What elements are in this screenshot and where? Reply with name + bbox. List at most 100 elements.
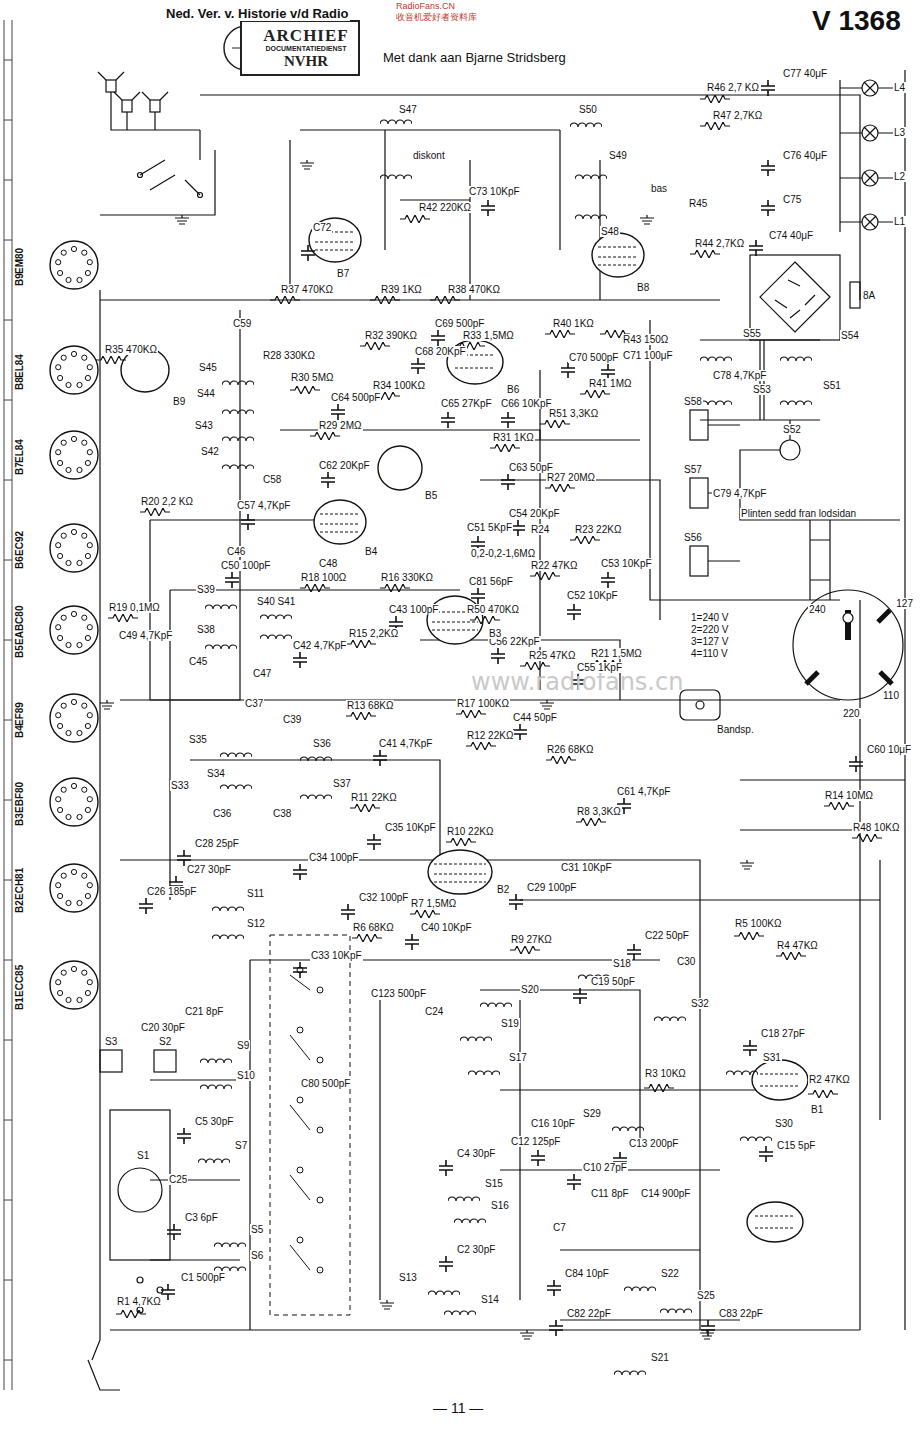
component-label: B7	[336, 268, 350, 279]
component-label: L1	[893, 216, 906, 227]
tube-name: B6	[14, 556, 26, 569]
tube-name: B2	[14, 900, 26, 913]
wiring	[88, 70, 905, 1390]
component-label: S39	[196, 584, 216, 595]
component-label: C49 4,7KpF	[118, 630, 173, 641]
component-label: S7	[234, 1140, 248, 1151]
component-label: S14	[480, 1294, 500, 1305]
component-label: R44 2,7KΩ	[694, 238, 745, 249]
component-label: R6 68KΩ	[352, 922, 395, 933]
component-label: R5 100KΩ	[734, 918, 782, 929]
component-label: C82 22pF	[566, 1308, 612, 1319]
socket-label: B8EL84	[14, 335, 26, 409]
component-label: S35	[188, 734, 208, 745]
component-label: C58	[262, 474, 282, 485]
component-label: C40 10KpF	[420, 922, 473, 933]
component-label: R2 47KΩ	[808, 1074, 851, 1085]
socket-label: B4EF89	[14, 683, 26, 757]
component-label: S12	[246, 918, 266, 929]
component-label: B2	[496, 884, 510, 895]
component-label: diskont	[412, 150, 446, 161]
component-label: S6	[250, 1250, 264, 1261]
stamp-text: ARCHIEF	[263, 27, 348, 46]
component-label: C1 500pF	[180, 1272, 226, 1283]
component-label: R12 22KΩ	[466, 730, 514, 741]
socket-outline	[12, 853, 100, 923]
ground-symbols	[100, 160, 754, 1339]
tube-socket: B7EL84	[12, 420, 100, 494]
component-label: R16 330KΩ	[380, 572, 434, 583]
component-label: S3	[104, 1036, 118, 1047]
component-label: R39 1KΩ	[380, 284, 423, 295]
watermark-text: RadioFans.CN	[395, 1, 456, 11]
component-label: R33 1,5MΩ	[462, 330, 515, 341]
component-label: C45	[188, 656, 208, 667]
component-label: C83 22pF	[718, 1308, 764, 1319]
component-label: S29	[582, 1108, 602, 1119]
component-label: S58	[683, 396, 703, 407]
component-label: C26 185pF	[146, 886, 197, 897]
component-label: S17	[508, 1052, 528, 1063]
component-label: C3 6pF	[184, 1212, 219, 1223]
component-label: Bandsp.	[716, 724, 755, 735]
component-label: C18 27pF	[760, 1028, 806, 1039]
component-label: C44 50pF	[512, 712, 558, 723]
component-label: C7	[552, 1222, 567, 1233]
component-label: R19 0,1MΩ	[108, 602, 161, 613]
component-label: S13	[398, 1272, 418, 1283]
component-label: B5	[424, 490, 438, 501]
component-label: C72	[312, 222, 332, 233]
component-label: S55	[742, 328, 762, 339]
component-label: R11 22KΩ	[350, 792, 398, 803]
component-label: S53	[752, 384, 772, 395]
component-label: C30	[676, 956, 696, 967]
component-label: C42 4,7KpF	[292, 640, 347, 651]
tube-socket: B4EF89	[12, 683, 100, 757]
component-label: C36	[212, 808, 232, 819]
vacuum-tubes	[121, 218, 808, 1242]
component-label: S11	[246, 888, 265, 899]
component-label: B6	[506, 384, 520, 395]
component-label: C51 5KpF	[466, 522, 513, 533]
component-label: S47	[398, 104, 418, 115]
component-label: B4	[364, 546, 378, 557]
component-label: C34 100pF	[308, 852, 359, 863]
component-label: R47 2,7KΩ	[712, 110, 763, 121]
component-label: S43	[194, 420, 214, 431]
component-label: 8A	[862, 290, 876, 301]
component-label: C78 4,7KpF	[712, 370, 767, 381]
component-label: C79 4,7KpF	[712, 488, 767, 499]
component-label: R30 5MΩ	[290, 372, 335, 383]
component-label: R17 100KΩ	[456, 698, 510, 709]
component-label: S48	[600, 226, 620, 237]
tube-name: B4	[14, 726, 26, 739]
component-label: R1 4,7KΩ	[116, 1296, 162, 1307]
component-label: C69 500pF	[434, 318, 485, 329]
component-label: R48 10KΩ	[852, 822, 900, 833]
tube-electrodes	[315, 232, 800, 1228]
component-label: C15 5pF	[776, 1140, 816, 1151]
component-label: S33	[170, 780, 190, 791]
socket-label: B5EABC80	[14, 595, 26, 669]
tube-name: EF89	[14, 702, 26, 726]
component-label: L4	[893, 82, 906, 93]
component-label: S20	[520, 984, 540, 995]
component-label: R42 220KΩ	[418, 202, 472, 213]
component-label: C20 30pF	[140, 1022, 186, 1033]
component-label: R9 27KΩ	[510, 934, 553, 945]
component-label: 4=110 V	[690, 648, 729, 659]
component-label: S38	[196, 624, 216, 635]
component-label: C57 4,7KpF	[236, 500, 291, 511]
socket-label: B9EM80	[14, 230, 26, 304]
tube-name: B7	[14, 463, 26, 476]
tube-name: EC92	[14, 531, 26, 556]
tube-name: B8	[14, 378, 26, 391]
tube-socket: B2ECH81	[12, 853, 100, 927]
component-label: R32 390KΩ	[364, 330, 418, 341]
tube-name: EL84	[14, 354, 26, 378]
component-label: C46	[226, 546, 246, 557]
component-label: C59	[232, 318, 252, 329]
component-label: C70 500pF	[568, 352, 619, 363]
component-label: C2 30pF	[456, 1244, 496, 1255]
